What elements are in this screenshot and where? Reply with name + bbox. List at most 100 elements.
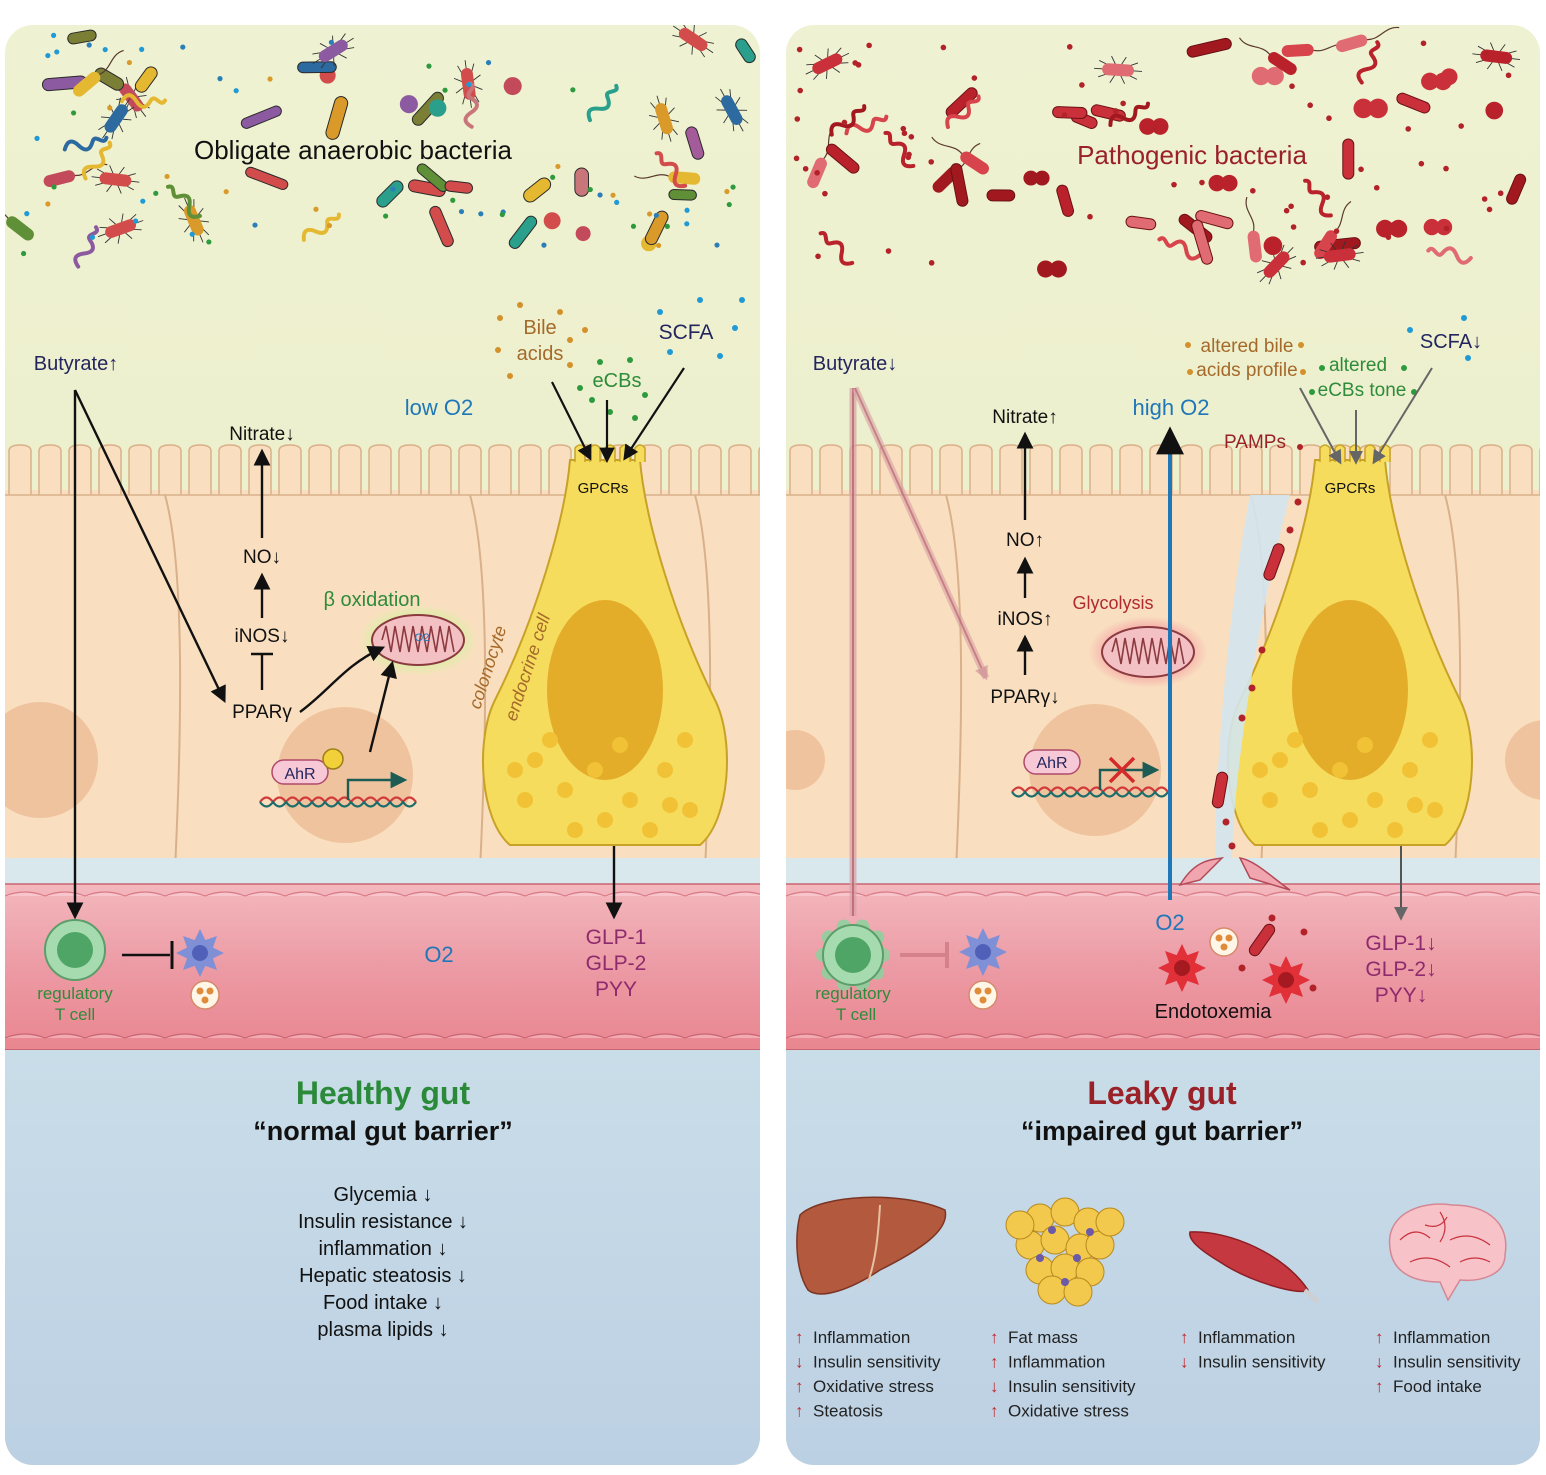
secretory-granule [1407,797,1423,813]
metabolite-dot [724,188,730,195]
bacterium-rod [325,96,349,140]
bacterium-piliated [672,25,714,58]
pamp-dot [928,260,935,266]
metabolite-dot [107,105,113,111]
pamp-dot [1268,914,1276,922]
bacterium-rod [825,143,860,174]
bacterium-piliated [715,88,749,132]
transcription-arrow [1098,761,1160,790]
pamp-dot [1290,224,1297,230]
mitochondria [1101,626,1195,678]
pamp-dot [1061,112,1068,118]
secretory-granule [517,792,533,808]
secretory-granule [657,762,673,778]
effect-text: Inflammation [1393,1328,1490,1347]
endothelial-cell [5,891,46,897]
bacterium-spiral [1426,246,1473,265]
dna-strand [259,800,417,808]
endothelial-cell [5,1033,46,1039]
granule-dot [201,996,209,1004]
pamp-dot [901,130,908,137]
tendon [1303,1288,1320,1304]
mitochondria-cristae [381,625,455,653]
liver-ligament [867,1204,881,1283]
adipocyte [1095,1207,1125,1237]
effect-arrow: ↓ [795,1353,804,1372]
endothelial-cell [1385,1033,1427,1039]
immune-dot [1061,1278,1069,1286]
metabolite-dot [217,76,223,82]
bacterium-rod [1396,92,1431,114]
nucleus [1029,704,1161,836]
bile-acid-dot [497,315,503,321]
bacterium-coccus [1353,98,1388,119]
effect-arrow: ↑ [990,1402,999,1421]
granule-dot [206,987,214,995]
adipose-tissue-icon [1005,1197,1125,1307]
bacterium-piliated [1315,241,1364,270]
bacterium-rod [986,189,1016,202]
ahr-ligand [322,748,344,770]
brain-vessel [1409,1257,1451,1268]
endothelial-cell [1305,1033,1347,1039]
bacterium-rod [508,215,538,249]
pamp-dot [1248,684,1256,692]
secretory-granule [1332,762,1348,778]
pamp-dot [1283,207,1290,214]
endothelial-cell [1345,1033,1387,1039]
metabolite-dot [630,223,637,229]
gpcrs-label: GPCRs [1325,480,1376,497]
scfa-dot [697,297,703,303]
effect-text: Oxidative stress [1008,1402,1129,1421]
endothelial-cell [1025,891,1067,897]
secretory-granule [1252,762,1268,778]
bacterium-coccus [1251,66,1284,86]
pamp-dot [866,42,872,49]
scfa-dot [732,325,738,331]
metabolite-dot [45,201,51,207]
pamp-dot [1458,123,1464,129]
endotoxemia-label: Endotoxemia [1155,1001,1273,1023]
pamp-dot [1297,444,1303,450]
muscle-icon [1189,1231,1310,1293]
ahr-label: AhR [1036,755,1067,772]
broken-tight-junction [1238,857,1291,891]
treg-label-1: regulatory [37,984,113,1003]
metabolite-dot [664,223,670,230]
pamp-dot [796,46,803,53]
endothelial-cell [1185,891,1227,897]
pamp-dot [1405,126,1412,132]
bacterium-rod [945,87,978,119]
pamp-dot [928,159,935,165]
endothelial-cell [124,1033,166,1039]
endocrine-microvillus [1379,444,1391,462]
metabolite-dot [328,39,334,45]
metabolite-dot [730,184,736,190]
endothelial-cell [1505,891,1540,897]
endothelial-cell [905,1033,947,1039]
endothelial-cell [564,891,606,897]
ecb-dot [632,415,638,421]
pamp-dot [1358,166,1364,173]
dna-strand [1011,790,1169,798]
metabolite-dot [597,192,603,198]
pamp-dot [1420,40,1427,47]
granule-dot [979,996,987,1004]
endothelial-cell [865,1033,907,1039]
secretory-granule [642,822,658,838]
granule-dot [1220,943,1228,951]
no-label: NO↓ [243,547,281,568]
immune-cell-nucleus [1278,972,1294,988]
bacterium-piliated [805,47,850,80]
pamp-dot [1238,714,1246,722]
effect-text: Steatosis [813,1402,883,1421]
bacterium-spiral [818,231,855,266]
secretory-granule [677,732,693,748]
bacterium-flagellated [73,49,124,97]
granule-dot [984,987,992,995]
ppar-to-mitochondria-arrow [299,645,386,713]
nucleus [5,702,98,818]
endothelial-cell [524,891,566,897]
metabolite-dot [45,52,51,59]
brain-vessel [1459,1257,1491,1263]
